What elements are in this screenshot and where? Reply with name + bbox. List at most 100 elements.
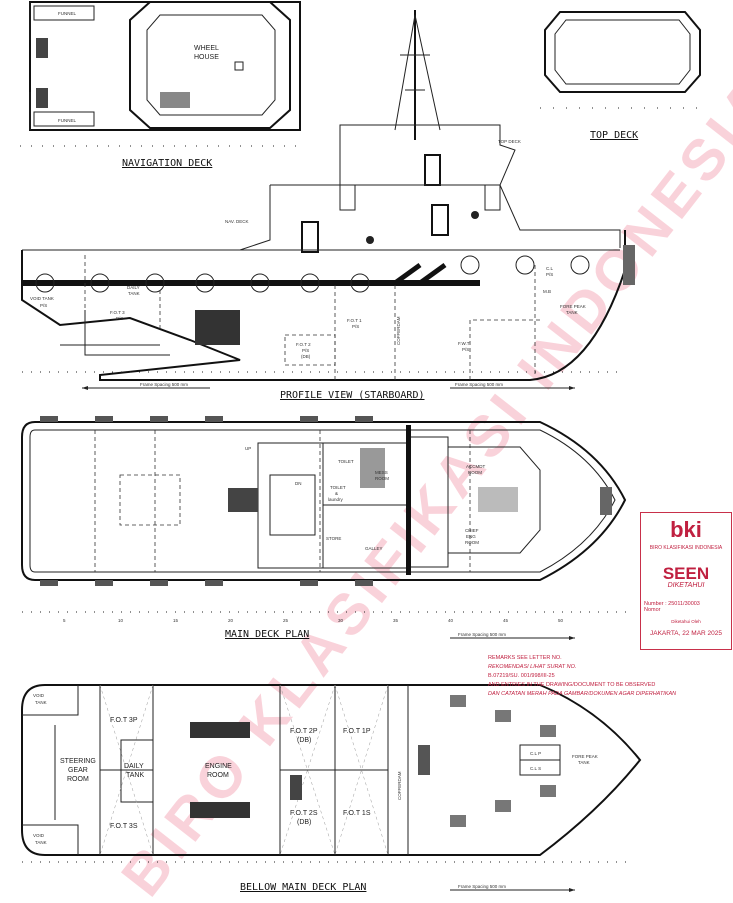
svg-text:F.O.T 2: F.O.T 2 — [296, 342, 311, 347]
svg-text:F.O.T 2P: F.O.T 2P — [290, 728, 318, 735]
svg-text:FORE PEAK: FORE PEAK — [572, 754, 598, 759]
svg-text:DN: DN — [295, 481, 302, 486]
svg-text:HOUSE: HOUSE — [194, 54, 219, 61]
svg-text:B.07219/SU. 001/998/III-25: B.07219/SU. 001/998/III-25 — [488, 673, 555, 679]
svg-text:F.W.T: F.W.T — [458, 341, 470, 346]
svg-text:P/S: P/S — [352, 324, 359, 329]
svg-text:25: 25 — [283, 618, 289, 623]
svg-text:M.B: M.B — [543, 289, 551, 294]
stamp-date: JAKARTA, 22 MAR 2025 — [649, 630, 722, 637]
bki-logo: bki — [670, 517, 702, 542]
svg-text:5: 5 — [63, 618, 66, 623]
top-deck-plan: TOP DECK — [540, 11, 705, 141]
svg-text:P/S: P/S — [116, 316, 123, 321]
svg-text:BELLOW MAIN DECK PLAN: BELLOW MAIN DECK PLAN — [240, 882, 366, 893]
svg-text:30: 30 — [338, 618, 344, 623]
svg-text:40: 40 — [448, 618, 454, 623]
stamp-number-value: 25011/30003 — [668, 601, 700, 607]
svg-text:FORE PEAK: FORE PEAK — [560, 304, 586, 309]
svg-text:VOID TANK: VOID TANK — [30, 296, 54, 301]
svg-text:P/S: P/S — [462, 347, 469, 352]
svg-text:TANK: TANK — [128, 291, 140, 296]
svg-text:ACCMDT: ACCMDT — [466, 464, 485, 469]
svg-text:Frame Spacing 500 mm: Frame Spacing 500 mm — [140, 382, 188, 387]
svg-text:ENG: ENG — [466, 534, 476, 539]
below-main-deck-plan: VOID TANK VOID TANK STEERING GEAR ROOM F… — [21, 684, 642, 893]
bki-seen-stamp: bki BIRO KLASIFIKASI INDONESIA SEEN DIKE… — [640, 512, 732, 650]
svg-text:MESS: MESS — [375, 470, 388, 475]
svg-text:ENGINE: ENGINE — [205, 763, 232, 770]
svg-text:ROOM: ROOM — [67, 776, 89, 783]
svg-text:DAILY: DAILY — [124, 763, 144, 770]
stamp-organization: BIRO KLASIFIKASI INDONESIA — [649, 545, 723, 551]
watermark: BIRO KLASIFIKASI INDONESIA — [109, 65, 733, 903]
svg-text:50: 50 — [558, 618, 564, 623]
svg-text:FUNNEL: FUNNEL — [58, 11, 76, 16]
svg-text:GALLEY: GALLEY — [365, 546, 383, 551]
svg-text:VOID: VOID — [33, 693, 45, 698]
svg-text:TOP DECK: TOP DECK — [498, 139, 521, 144]
svg-text:F.O.T 3P: F.O.T 3P — [110, 717, 138, 724]
svg-text:COFFERDAM: COFFERDAM — [396, 316, 401, 345]
svg-text:TANK: TANK — [35, 840, 47, 845]
svg-text:TANK: TANK — [566, 310, 578, 315]
svg-text:P/S: P/S — [40, 303, 47, 308]
svg-text:Frame Spacing 500 mm: Frame Spacing 500 mm — [458, 632, 506, 637]
svg-text:FUNNEL: FUNNEL — [58, 118, 76, 123]
svg-text:(DB): (DB) — [297, 819, 311, 826]
svg-text:F.O.T 1: F.O.T 1 — [347, 318, 362, 323]
stamp-number-label: Number : — [644, 601, 667, 607]
svg-text:TOILET: TOILET — [338, 459, 354, 464]
svg-text:TOP DECK: TOP DECK — [590, 130, 638, 141]
svg-text:REKOMENDASI LIHAT SURAT NO.: REKOMENDASI LIHAT SURAT NO. — [488, 664, 576, 670]
svg-text:ROOM: ROOM — [468, 470, 482, 475]
svg-text:(DB): (DB) — [297, 737, 311, 744]
stamp-nomor: Nomor — [644, 607, 661, 613]
svg-text:VOID: VOID — [33, 833, 45, 838]
svg-text:F.O.T 3: F.O.T 3 — [110, 310, 125, 315]
svg-text:REMARKS SEE LETTER NO.: REMARKS SEE LETTER NO. — [488, 655, 562, 661]
svg-text:NAV. DECK: NAV. DECK — [225, 219, 249, 224]
svg-text:P/S: P/S — [546, 272, 553, 277]
svg-text:&: & — [335, 491, 338, 496]
svg-text:45: 45 — [503, 618, 509, 623]
profile-view: VOID TANK P/S DAILY TANK F.O.T 3 P/S F.O… — [21, 10, 635, 401]
svg-text:F.O.T 3S: F.O.T 3S — [110, 823, 138, 830]
svg-text:STEERING: STEERING — [60, 758, 96, 765]
svg-text:15: 15 — [173, 618, 179, 623]
svg-text:GEAR: GEAR — [68, 767, 88, 774]
svg-text:DAILY: DAILY — [127, 285, 140, 290]
svg-text:(DB): (DB) — [301, 354, 311, 359]
svg-text:F.O.T 2S: F.O.T 2S — [290, 810, 318, 817]
svg-text:P/S: P/S — [302, 348, 309, 353]
svg-text:Frame Spacing 500 mm: Frame Spacing 500 mm — [455, 382, 503, 387]
svg-text:STORE: STORE — [326, 536, 341, 541]
svg-text:C.L P: C.L P — [530, 751, 541, 756]
svg-text:F.O.T 1S: F.O.T 1S — [343, 810, 371, 817]
svg-text:CHIEF: CHIEF — [465, 528, 479, 533]
svg-text:TANK: TANK — [126, 772, 144, 779]
svg-text:10: 10 — [118, 618, 124, 623]
stamp-by: Diketahui Oleh — [671, 619, 701, 624]
navigation-deck-plan: FUNNEL FUNNEL WHEEL HOUSE NAVIGATION DEC… — [20, 1, 305, 169]
svg-text:WHEEL: WHEEL — [194, 45, 219, 52]
svg-text:COFFERDAM: COFFERDAM — [397, 771, 402, 800]
svg-text:TANK: TANK — [35, 700, 47, 705]
svg-text:MAIN DECK PLAN: MAIN DECK PLAN — [225, 629, 309, 640]
svg-text:C.L S: C.L S — [530, 766, 541, 771]
svg-text:DAN CATATAN MERAH PADA GAMBAR/: DAN CATATAN MERAH PADA GAMBAR/DOKUMEN AG… — [488, 691, 676, 697]
svg-text:PROFILE VIEW (STARBOARD): PROFILE VIEW (STARBOARD) — [280, 390, 425, 401]
svg-text:ROOM: ROOM — [375, 476, 389, 481]
svg-text:TANK: TANK — [578, 760, 590, 765]
svg-text:BIRO KLASIFIKASI INDONESIA: BIRO KLASIFIKASI INDONESIA — [109, 65, 733, 903]
remarks-text: REMARKS SEE LETTER NO. REKOMENDASI LIHAT… — [488, 655, 676, 697]
svg-text:35: 35 — [393, 618, 399, 623]
svg-text:laundry: laundry — [328, 497, 344, 502]
svg-text:Frame Spacing 500 mm: Frame Spacing 500 mm — [458, 884, 506, 889]
svg-text:F.O.T 1P: F.O.T 1P — [343, 728, 371, 735]
svg-text:ROOM: ROOM — [465, 540, 479, 545]
svg-text:C.L: C.L — [546, 266, 554, 271]
svg-text:UP: UP — [245, 446, 251, 451]
